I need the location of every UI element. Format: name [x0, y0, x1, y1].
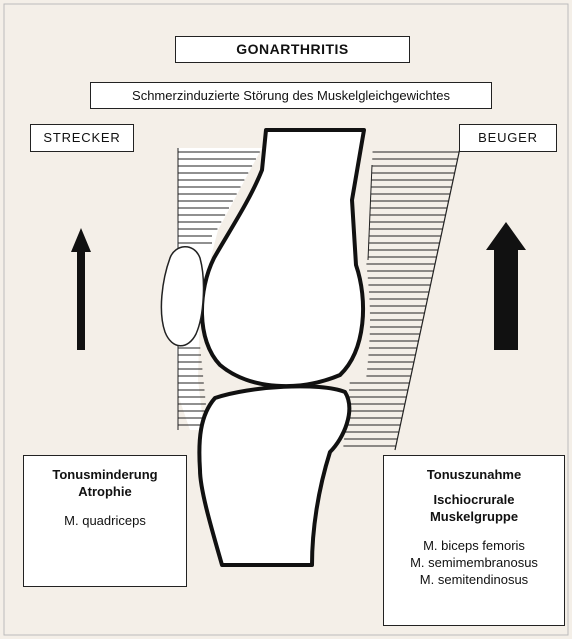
extensor-tone-text: Tonusminderung — [24, 466, 186, 483]
diagram-title: GONARTHRITIS — [175, 36, 410, 63]
flexor-arrow-up — [486, 222, 526, 350]
extensor-info-box: Tonusminderung Atrophie M. quadriceps — [23, 455, 187, 587]
flexor-info-box: Tonuszunahme Ischiocrurale Muskelgruppe … — [383, 455, 565, 626]
flexor-group-line2: Muskelgruppe — [384, 508, 564, 525]
diagram-subtitle: Schmerzinduzierte Störung des Muskelglei… — [90, 82, 492, 109]
tibia-bone — [199, 386, 349, 565]
flexor-tone-text: Tonuszunahme — [384, 466, 564, 483]
patella — [161, 247, 203, 346]
flexor-label: BEUGER — [459, 124, 557, 152]
extensor-label: STRECKER — [30, 124, 134, 152]
flexor-muscle-1: M. biceps femoris — [384, 537, 564, 554]
flexor-muscle-2: M. semimembranosus — [384, 554, 564, 571]
flexor-group-line1: Ischiocrurale — [384, 491, 564, 508]
extensor-arrow-up — [71, 228, 91, 350]
extensor-muscle-name: M. quadriceps — [24, 512, 186, 529]
flexor-muscle-3: M. semitendinosus — [384, 571, 564, 588]
extensor-atrophy-text: Atrophie — [24, 483, 186, 500]
